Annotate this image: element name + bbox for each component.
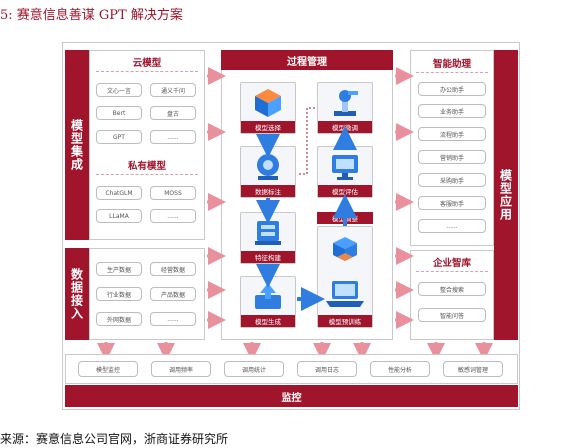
- kb-item-1: 整合搜索: [418, 282, 486, 296]
- smart-assistant-panel: [410, 50, 494, 246]
- private-divider: [96, 174, 198, 175]
- upload-icon: [251, 281, 285, 317]
- laptop-icon: [324, 279, 366, 313]
- layers-icon: [251, 217, 285, 253]
- step-label: 特征构建: [241, 251, 295, 263]
- assistant-item-6: 客服助手: [418, 196, 486, 210]
- monitor-item-4: 调用日志: [297, 361, 357, 377]
- source-note: 来源：赛意信息公司官网，浙商证券研究所: [0, 432, 229, 446]
- step-data-labeling: 数据标注: [240, 146, 296, 198]
- data-item-3: 行业数据: [96, 287, 142, 301]
- process-flow-arrows: [256, 107, 357, 311]
- assistant-divider: [416, 72, 488, 73]
- assistant-item-3: 流程助手: [418, 127, 486, 141]
- private-item-2: MOSS: [150, 186, 196, 200]
- cloud-item-4: 盘古: [150, 106, 196, 120]
- cloud-item-5: GPT: [96, 130, 142, 144]
- data-item-2: 经营数据: [150, 262, 196, 276]
- monitor-item-6: 敏感词管理: [443, 361, 503, 377]
- data-item-1: 生产数据: [96, 262, 142, 276]
- process-title: 过程管理: [221, 50, 393, 70]
- cube-icon: [251, 87, 285, 123]
- figure-caption: 5: 赛意信息善谋 GPT 解决方案: [0, 8, 183, 23]
- cloud-item-1: 文心一言: [96, 83, 142, 97]
- monitor-title: 监控: [65, 385, 518, 407]
- step-model-pretrain: 模型预训练: [317, 226, 373, 328]
- private-item-1: ChatGLM: [96, 186, 142, 200]
- monitor-item-2: 调用频率: [151, 361, 211, 377]
- assistant-item-2: 业务助手: [418, 104, 486, 118]
- step-label: 数据标注: [241, 185, 295, 197]
- kb-divider: [416, 271, 488, 272]
- monitor-item-3: 调用统计: [224, 361, 284, 377]
- monitor-down-arrows: [97, 342, 493, 360]
- head-icon: [251, 151, 285, 187]
- smart-assistant-title: 智能助理: [432, 59, 471, 70]
- private-model-title: 私有模型: [127, 161, 166, 172]
- model-integration-panel: [89, 50, 205, 240]
- monitor-item-1: 模型监控: [78, 361, 138, 377]
- cubes-icon: [325, 235, 365, 275]
- monitor-icon: [328, 151, 362, 187]
- cloud-item-2: 通义千问: [150, 83, 196, 97]
- cloud-item-3: Bert: [96, 106, 142, 120]
- step-label: 模型预训练: [318, 315, 372, 327]
- assistant-item-4: 营销助手: [418, 150, 486, 164]
- step-label: 模型生成: [241, 315, 295, 327]
- step-model-evaluation: 模型评估: [317, 146, 373, 198]
- assistant-item-7: ......: [418, 219, 486, 233]
- step-model-generation: 模型生成: [240, 276, 296, 328]
- private-item-3: LLaMA: [96, 209, 142, 223]
- monitor-item-5: 性能分析: [370, 361, 430, 377]
- step-label: 模型评估: [318, 185, 372, 197]
- enterprise-kb-title: 企业智库: [432, 258, 471, 269]
- robot-arm-icon: [328, 87, 362, 123]
- model-application-label: 模型应用: [494, 50, 518, 340]
- column-flow-arrows: [207, 67, 414, 329]
- monitor-panel: [65, 354, 518, 384]
- data-access-label: 数据接入: [65, 248, 89, 340]
- assistant-item-5: 采购助手: [418, 173, 486, 187]
- kb-item-2: 智能问答: [418, 308, 486, 322]
- data-item-4: 产品数据: [150, 287, 196, 301]
- assistant-item-1: 办公助手: [418, 82, 486, 96]
- step-feature-building: 特征构建: [240, 212, 296, 264]
- data-item-5: 外网数据: [96, 312, 142, 326]
- cloud-item-6: ......: [150, 130, 196, 144]
- model-integration-label: 模型集成: [65, 50, 89, 240]
- data-item-6: ......: [150, 312, 196, 326]
- step-label: 模型选择: [241, 121, 295, 133]
- cloud-divider: [96, 71, 198, 72]
- step-model-selection: 模型选择: [240, 82, 296, 134]
- private-item-4: ......: [150, 209, 196, 223]
- cloud-model-title: 云模型: [132, 58, 162, 69]
